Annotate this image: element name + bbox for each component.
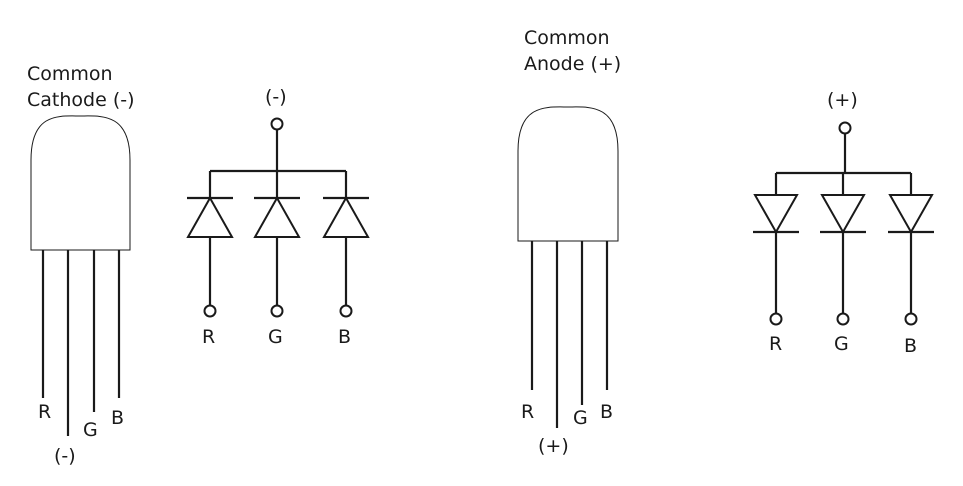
cathode-title-line1: Common <box>27 63 113 85</box>
anode-common-terminal-label: (+) <box>827 89 858 111</box>
anode-diode-r-icon <box>753 194 799 235</box>
anode-terminal-label-g: G <box>834 333 849 355</box>
anode-lead-label-g: G <box>573 407 588 429</box>
common-cathode-panel: Common Cathode (-) R (-) G B (-) R G <box>27 63 370 467</box>
cathode-lead-label-g: G <box>83 419 98 441</box>
anode-terminal-r <box>769 312 783 326</box>
cathode-title-line2: Cathode (-) <box>27 89 135 111</box>
anode-common-terminal <box>838 121 852 135</box>
cathode-diode-g-icon <box>253 195 301 238</box>
common-anode-panel: Common Anode (+) R (+) G B (+) R G <box>517 27 934 457</box>
cathode-led-body <box>30 115 131 251</box>
cathode-common-terminal <box>270 117 284 131</box>
anode-led-body <box>517 106 619 242</box>
cathode-lead-label-common: (-) <box>54 445 76 467</box>
anode-title-line1: Common <box>524 27 610 49</box>
anode-title-line2: Anode (+) <box>524 53 621 75</box>
cathode-lead-label-r: R <box>38 401 51 423</box>
anode-terminal-label-r: R <box>769 333 782 355</box>
cathode-terminal-label-g: G <box>268 326 283 348</box>
anode-terminal-label-b: B <box>904 335 917 357</box>
cathode-terminal-g <box>270 304 284 318</box>
anode-diode-b-icon <box>888 194 934 235</box>
cathode-terminal-label-r: R <box>202 326 215 348</box>
anode-terminal-b <box>904 312 918 326</box>
anode-lead-label-r: R <box>521 401 534 423</box>
cathode-diode-r-icon <box>186 195 234 238</box>
anode-lead-label-b: B <box>600 401 613 423</box>
cathode-terminal-b <box>339 304 353 318</box>
cathode-terminal-label-b: B <box>338 326 351 348</box>
anode-terminal-g <box>836 312 850 326</box>
cathode-terminal-r <box>203 304 217 318</box>
anode-lead-label-common: (+) <box>538 435 569 457</box>
cathode-common-terminal-label: (-) <box>265 86 287 108</box>
cathode-diode-b-icon <box>322 195 370 238</box>
cathode-lead-label-b: B <box>111 407 124 429</box>
anode-diode-g-icon <box>820 194 866 235</box>
